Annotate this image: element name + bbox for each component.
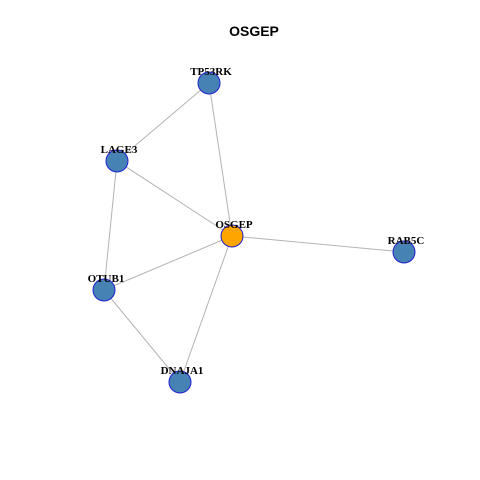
edge-tp53rk-lage3 <box>116 82 210 162</box>
edge-tp53rk-osgep <box>208 82 233 237</box>
nodes-layer <box>92 71 416 394</box>
edge-lage3-otub1 <box>103 160 118 291</box>
edge-osgep-otub1 <box>103 235 233 291</box>
node-label-dnaja1: DNAJA1 <box>161 365 204 377</box>
edges-layer <box>103 82 405 383</box>
node-label-otub1: OTUB1 <box>88 273 125 285</box>
edge-lage3-osgep <box>116 160 233 237</box>
node-label-lage3: LAGE3 <box>101 144 138 156</box>
node-otub1[interactable] <box>92 278 116 302</box>
node-rab5c[interactable] <box>392 240 416 264</box>
edge-osgep-rab5c <box>231 235 405 253</box>
node-dnaja1[interactable] <box>168 370 192 394</box>
node-tp53rk[interactable] <box>197 71 221 95</box>
node-label-osgep: OSGEP <box>215 219 253 231</box>
node-label-rab5c: RAB5C <box>388 235 425 247</box>
diagram-title: OSGEP <box>229 23 279 39</box>
edge-otub1-dnaja1 <box>103 289 181 383</box>
node-label-tp53rk: TP53RK <box>190 66 232 78</box>
node-lage3[interactable] <box>105 149 129 173</box>
edge-osgep-dnaja1 <box>179 235 233 383</box>
node-osgep[interactable] <box>220 224 244 248</box>
